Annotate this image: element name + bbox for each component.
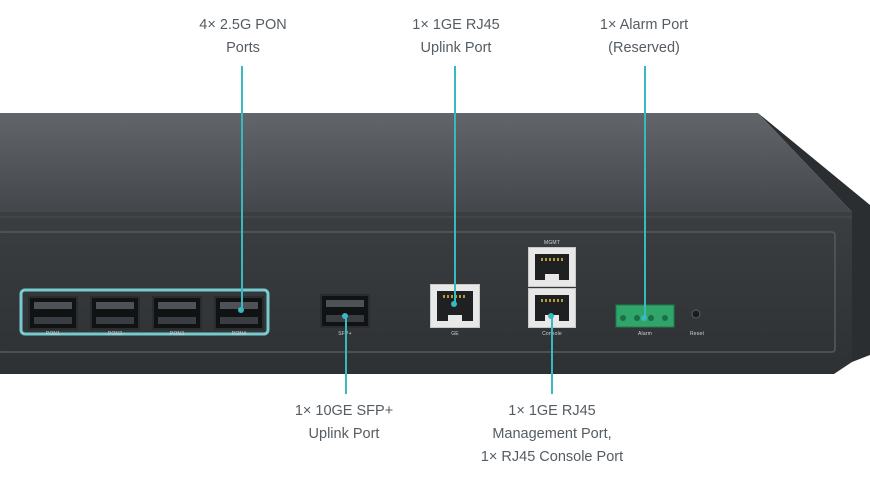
sfp-callout-line-1: 1× 10GE SFP+ (294, 403, 394, 419)
sfp-leader-dot (342, 313, 348, 319)
sfp-leader-line (345, 316, 347, 394)
ge-label: GE (451, 331, 459, 337)
mgmt-port (528, 247, 576, 287)
pon4-label: PON4 (231, 331, 247, 337)
alarm-label: Alarm (637, 331, 653, 337)
pon3-label: PON3 (169, 331, 185, 337)
ge-uplink-callout: 1× 1GE RJ45 Uplink Port (389, 14, 523, 60)
front-bezel (0, 231, 836, 353)
reset-label: Reset (689, 331, 705, 337)
ge-callout-line-1: 1× 1GE RJ45 (412, 17, 500, 33)
mgmt-callout-line-1: 1× 1GE RJ45 (508, 403, 596, 419)
alarm-callout-line-2: (Reserved) (608, 40, 680, 56)
ge-leader-dot (451, 301, 457, 307)
reset-button (691, 309, 701, 319)
mgmt-callout-line-2: Management Port, (492, 426, 612, 442)
ge-leader-line (454, 66, 456, 304)
pon2-port (90, 296, 140, 330)
pon-highlight (19, 288, 270, 336)
alarm-pin-4 (662, 315, 668, 321)
alarm-pin-3 (648, 315, 654, 321)
mgmt-leader-line (551, 316, 553, 394)
chassis-front (0, 212, 852, 374)
pon-leader-line (241, 66, 243, 310)
pon-ports-callout: 4× 2.5G PON Ports (176, 14, 310, 60)
alarm-pin-2 (634, 315, 640, 321)
mgmt-console-callout: 1× 1GE RJ45 Management Port, 1× RJ45 Con… (462, 400, 642, 469)
sfp-callout-line-2: Uplink Port (308, 426, 380, 442)
mgmt-callout-line-3: 1× RJ45 Console Port (480, 449, 624, 465)
mgmt-leader-dot (548, 313, 554, 319)
pon-callout-line-2: Ports (226, 40, 260, 56)
pon1-label: PON1 (45, 331, 61, 337)
chassis-top (0, 113, 852, 212)
sfp-uplink-callout: 1× 10GE SFP+ Uplink Port (276, 400, 412, 446)
pon3-port (152, 296, 202, 330)
alarm-port-callout: 1× Alarm Port (Reserved) (576, 14, 712, 60)
alarm-callout-line-1: 1× Alarm Port (599, 17, 689, 33)
pon4-port (214, 296, 264, 330)
alarm-leader-line (644, 66, 646, 318)
alarm-leader-dot (641, 315, 647, 321)
alarm-pin-1 (620, 315, 626, 321)
pon-callout-line-1: 4× 2.5G PON (199, 17, 287, 33)
pon2-label: PON2 (107, 331, 123, 337)
pon-leader-dot (238, 307, 244, 313)
ge-callout-line-2: Uplink Port (420, 40, 492, 56)
mgmt-label: MGMT (543, 240, 561, 246)
sfp-plus-label: SFP+ (320, 331, 370, 337)
chassis-side (758, 113, 870, 362)
pon1-port (28, 296, 78, 330)
